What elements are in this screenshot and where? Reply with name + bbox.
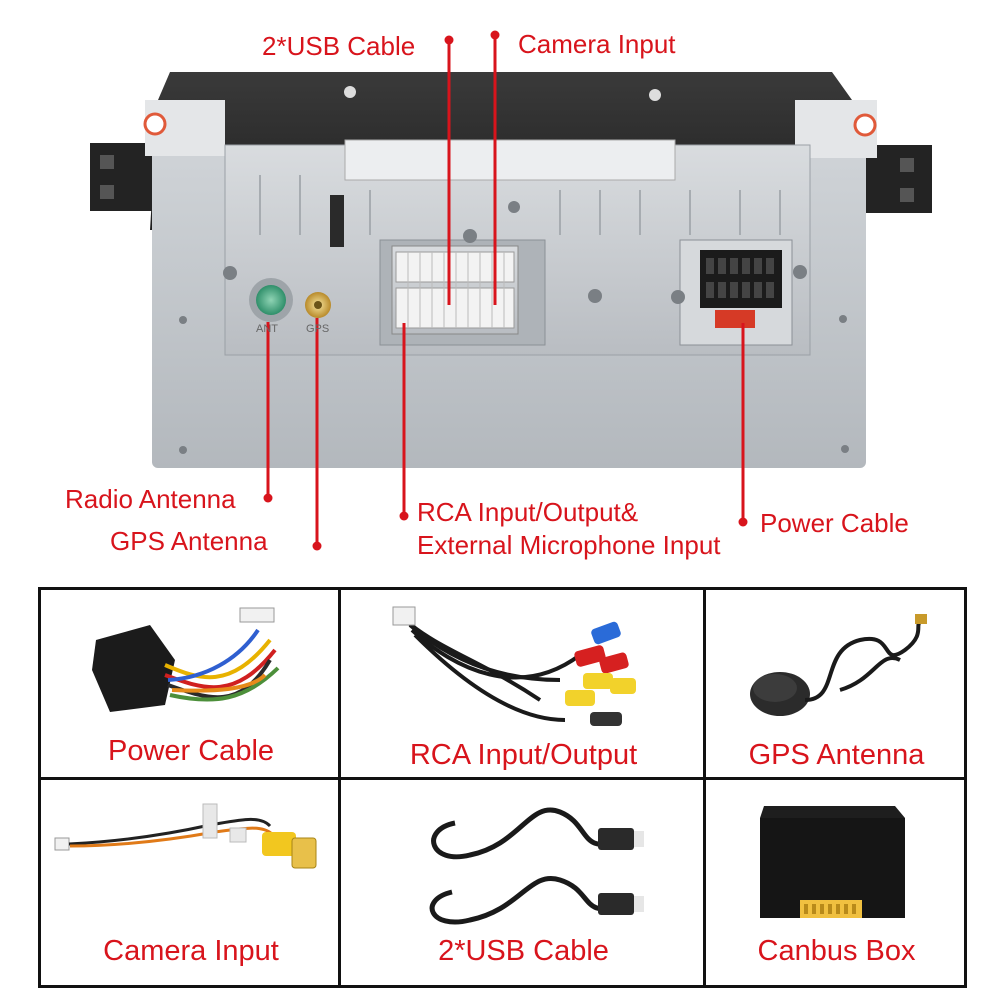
accessory-caption-canbus-box: Canbus Box: [757, 935, 916, 967]
callout-radio-antenna: Radio Antenna: [65, 484, 236, 514]
callout-camera-input: Camera Input: [518, 29, 676, 59]
accessory-caption-power-cable: Power Cable: [107, 735, 275, 767]
gps-port-label: GPS: [306, 323, 330, 335]
accessory-caption-gps-antenna: GPS Antenna: [748, 739, 925, 771]
radio-antenna-port-icon: [256, 285, 286, 315]
callout-rca-line2: External Microphone Input: [417, 530, 721, 560]
callout-rca-line1: RCA Input/Output&: [417, 497, 639, 527]
ant-port-label: ANT: [256, 323, 278, 335]
callout-gps-antenna: GPS Antenna: [110, 526, 268, 556]
left-bracket: [90, 143, 155, 211]
callout-power-cable: Power Cable: [760, 508, 909, 538]
accessory-caption-rca: RCA Input/Output: [409, 739, 638, 771]
chassis-sticker: [344, 139, 676, 181]
accessories-grid: [38, 587, 967, 988]
accessory-caption-camera-input: Camera Input: [103, 935, 279, 967]
accessory-caption-usb-cable: 2*USB Cable: [438, 935, 609, 967]
callout-usb-cable: 2*USB Cable: [262, 31, 416, 61]
